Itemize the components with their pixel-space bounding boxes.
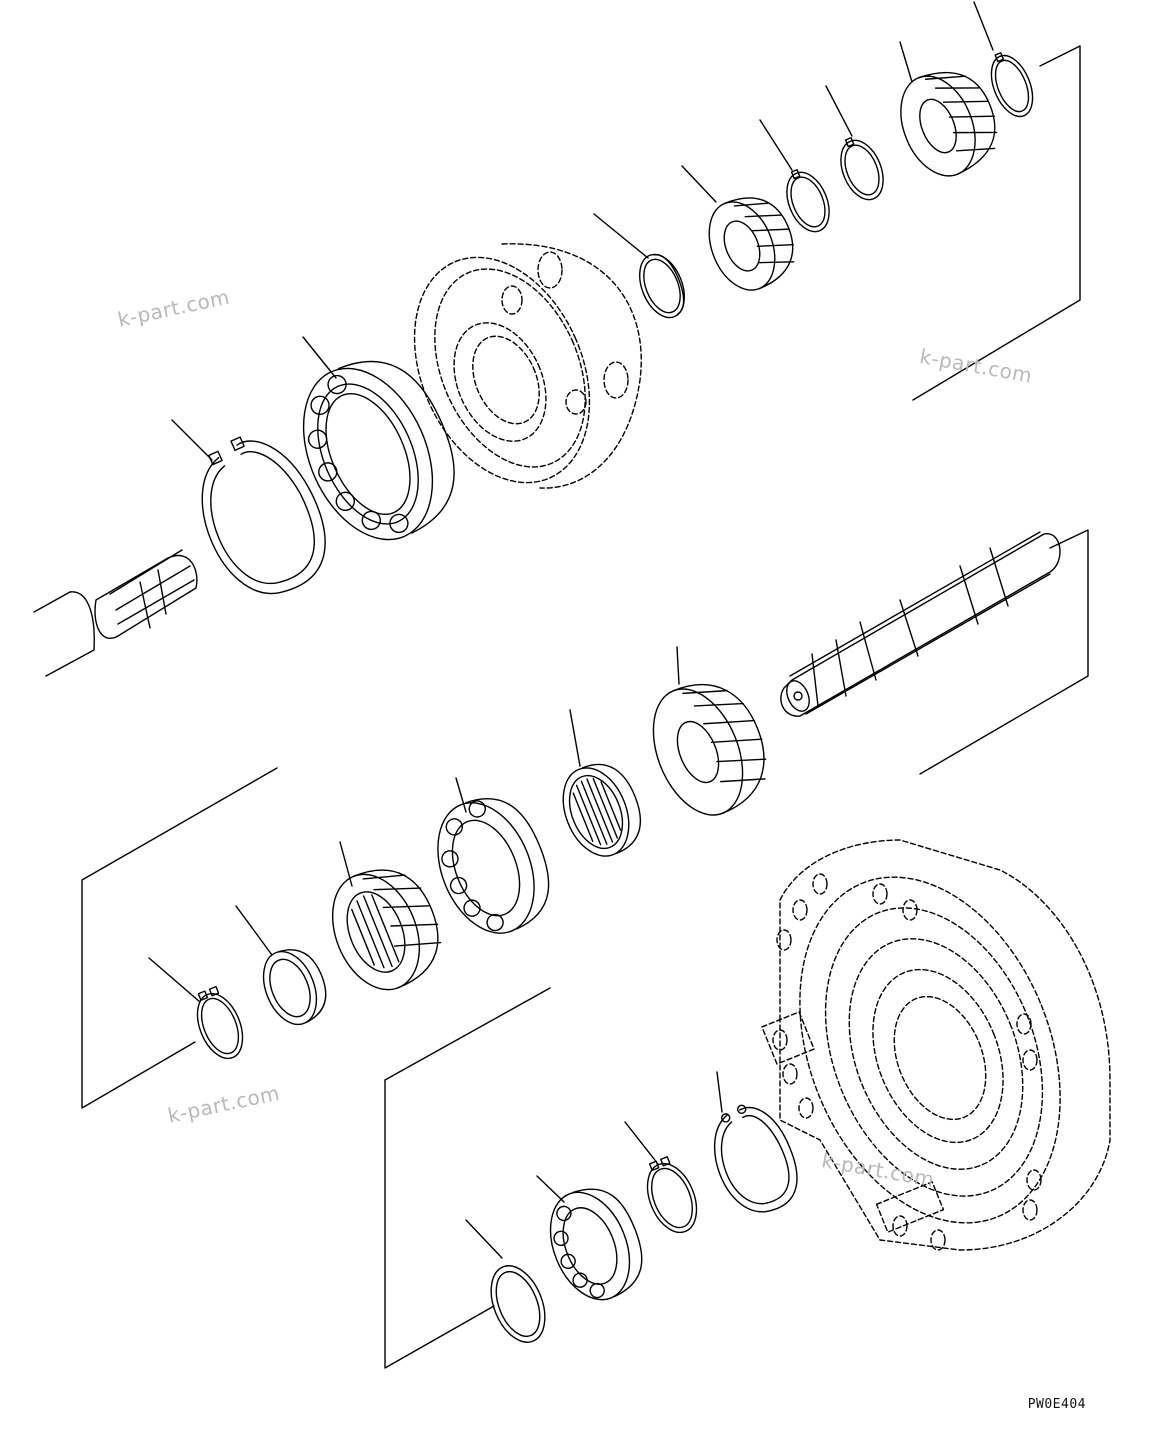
- drawing-code: PW0E404: [1027, 1397, 1086, 1412]
- leader-line: [899, 41, 913, 83]
- snap-ring-top-right: [990, 52, 1034, 118]
- leader-line: [148, 957, 201, 1003]
- retaining-ring-large: [201, 436, 326, 595]
- housing: [761, 839, 1111, 1251]
- leader-line: [536, 1175, 565, 1203]
- leader-line: [973, 1, 994, 51]
- leader-line: [825, 85, 853, 137]
- needle-bearing-top: [708, 197, 795, 291]
- planet-carrier: [413, 243, 642, 489]
- washer-top: [639, 253, 685, 319]
- group-bracket-lower-left: [81, 767, 278, 1109]
- snap-ring-bottom: [646, 1156, 698, 1234]
- leader-line: [593, 213, 649, 259]
- leader-line: [624, 1121, 659, 1165]
- snap-ring-top-2: [840, 137, 884, 201]
- leader-line: [681, 165, 717, 203]
- gear-bearing-middle: [652, 684, 767, 816]
- ball-bearing-middle: [437, 798, 550, 934]
- leader-line: [716, 1071, 723, 1113]
- snap-ring-middle-left: [196, 985, 244, 1060]
- splined-shaft: [780, 531, 1061, 717]
- snap-ring-top-3: [786, 169, 830, 233]
- retaining-ring-bottom: [713, 1104, 798, 1213]
- leader-line: [569, 709, 581, 767]
- leader-line: [235, 905, 273, 956]
- leader-line: [171, 419, 213, 461]
- ball-bearing-bottom: [549, 1188, 643, 1301]
- gear-bearing-top: [900, 71, 998, 177]
- leader-line: [455, 777, 467, 813]
- leader-line: [759, 119, 793, 171]
- leader-lines: [148, 1, 994, 1259]
- group-bracket-upper-right: [912, 45, 1081, 401]
- leader-line: [339, 841, 353, 887]
- gear-bearing-lower: [331, 869, 442, 991]
- ball-bearing-large: [302, 360, 455, 541]
- output-shaft-left: [33, 549, 198, 677]
- needle-cage-bearing: [562, 763, 642, 857]
- group-bracket-bottom: [384, 987, 551, 1369]
- leader-line: [302, 336, 337, 379]
- leader-line: [676, 646, 680, 685]
- seal-ring-middle: [262, 949, 327, 1026]
- group-bracket-shaft: [919, 529, 1089, 775]
- leader-line: [465, 1219, 503, 1259]
- seal-ring-bottom: [490, 1265, 546, 1343]
